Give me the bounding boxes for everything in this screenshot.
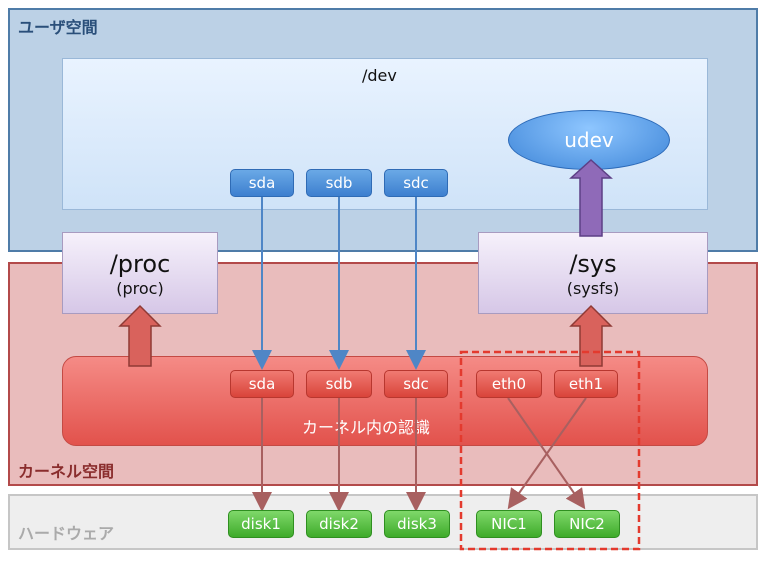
network-highlight-box <box>459 350 641 551</box>
user-space-label: ユーザ空間 <box>18 18 98 37</box>
nic2-chip: NIC2 <box>554 510 620 538</box>
proc-title: /proc <box>109 249 171 278</box>
disk2-chip: disk2 <box>306 510 372 538</box>
kernel-sdb-chip: sdb <box>306 370 372 398</box>
nic1-chip: NIC1 <box>476 510 542 538</box>
sys-box: /sys (sysfs) <box>478 232 708 314</box>
hardware-label: ハードウェア <box>18 524 115 543</box>
kernel-recognition-label: カーネル内の認識 <box>302 418 431 437</box>
eth0-nic2-link <box>507 397 586 510</box>
sys-up-arrow <box>569 304 613 367</box>
proc-up-arrow <box>118 304 162 367</box>
disk1-chip: disk1 <box>228 510 294 538</box>
hardware-layer <box>8 494 758 550</box>
udev-up-arrow <box>569 158 613 237</box>
udev-label: udev <box>564 128 614 152</box>
kernel-sdc-chip: sdc <box>384 370 448 398</box>
kernel-space-label: カーネル空間 <box>18 462 115 481</box>
dev-label: /dev <box>362 66 397 85</box>
proc-subtitle: (proc) <box>116 278 164 298</box>
udev-process: udev <box>508 110 670 170</box>
kernel-sda-chip: sda <box>230 370 294 398</box>
dev-sdb-chip: sdb <box>306 169 372 197</box>
kernel-eth1-chip: eth1 <box>554 370 618 398</box>
dev-sdc-chip: sdc <box>384 169 448 197</box>
dev-sda-chip: sda <box>230 169 294 197</box>
sys-subtitle: (sysfs) <box>566 278 620 298</box>
kernel-eth0-chip: eth0 <box>476 370 542 398</box>
sys-title: /sys <box>569 249 617 278</box>
proc-box: /proc (proc) <box>62 232 218 314</box>
disk3-chip: disk3 <box>384 510 450 538</box>
eth1-nic1-link <box>507 397 587 510</box>
